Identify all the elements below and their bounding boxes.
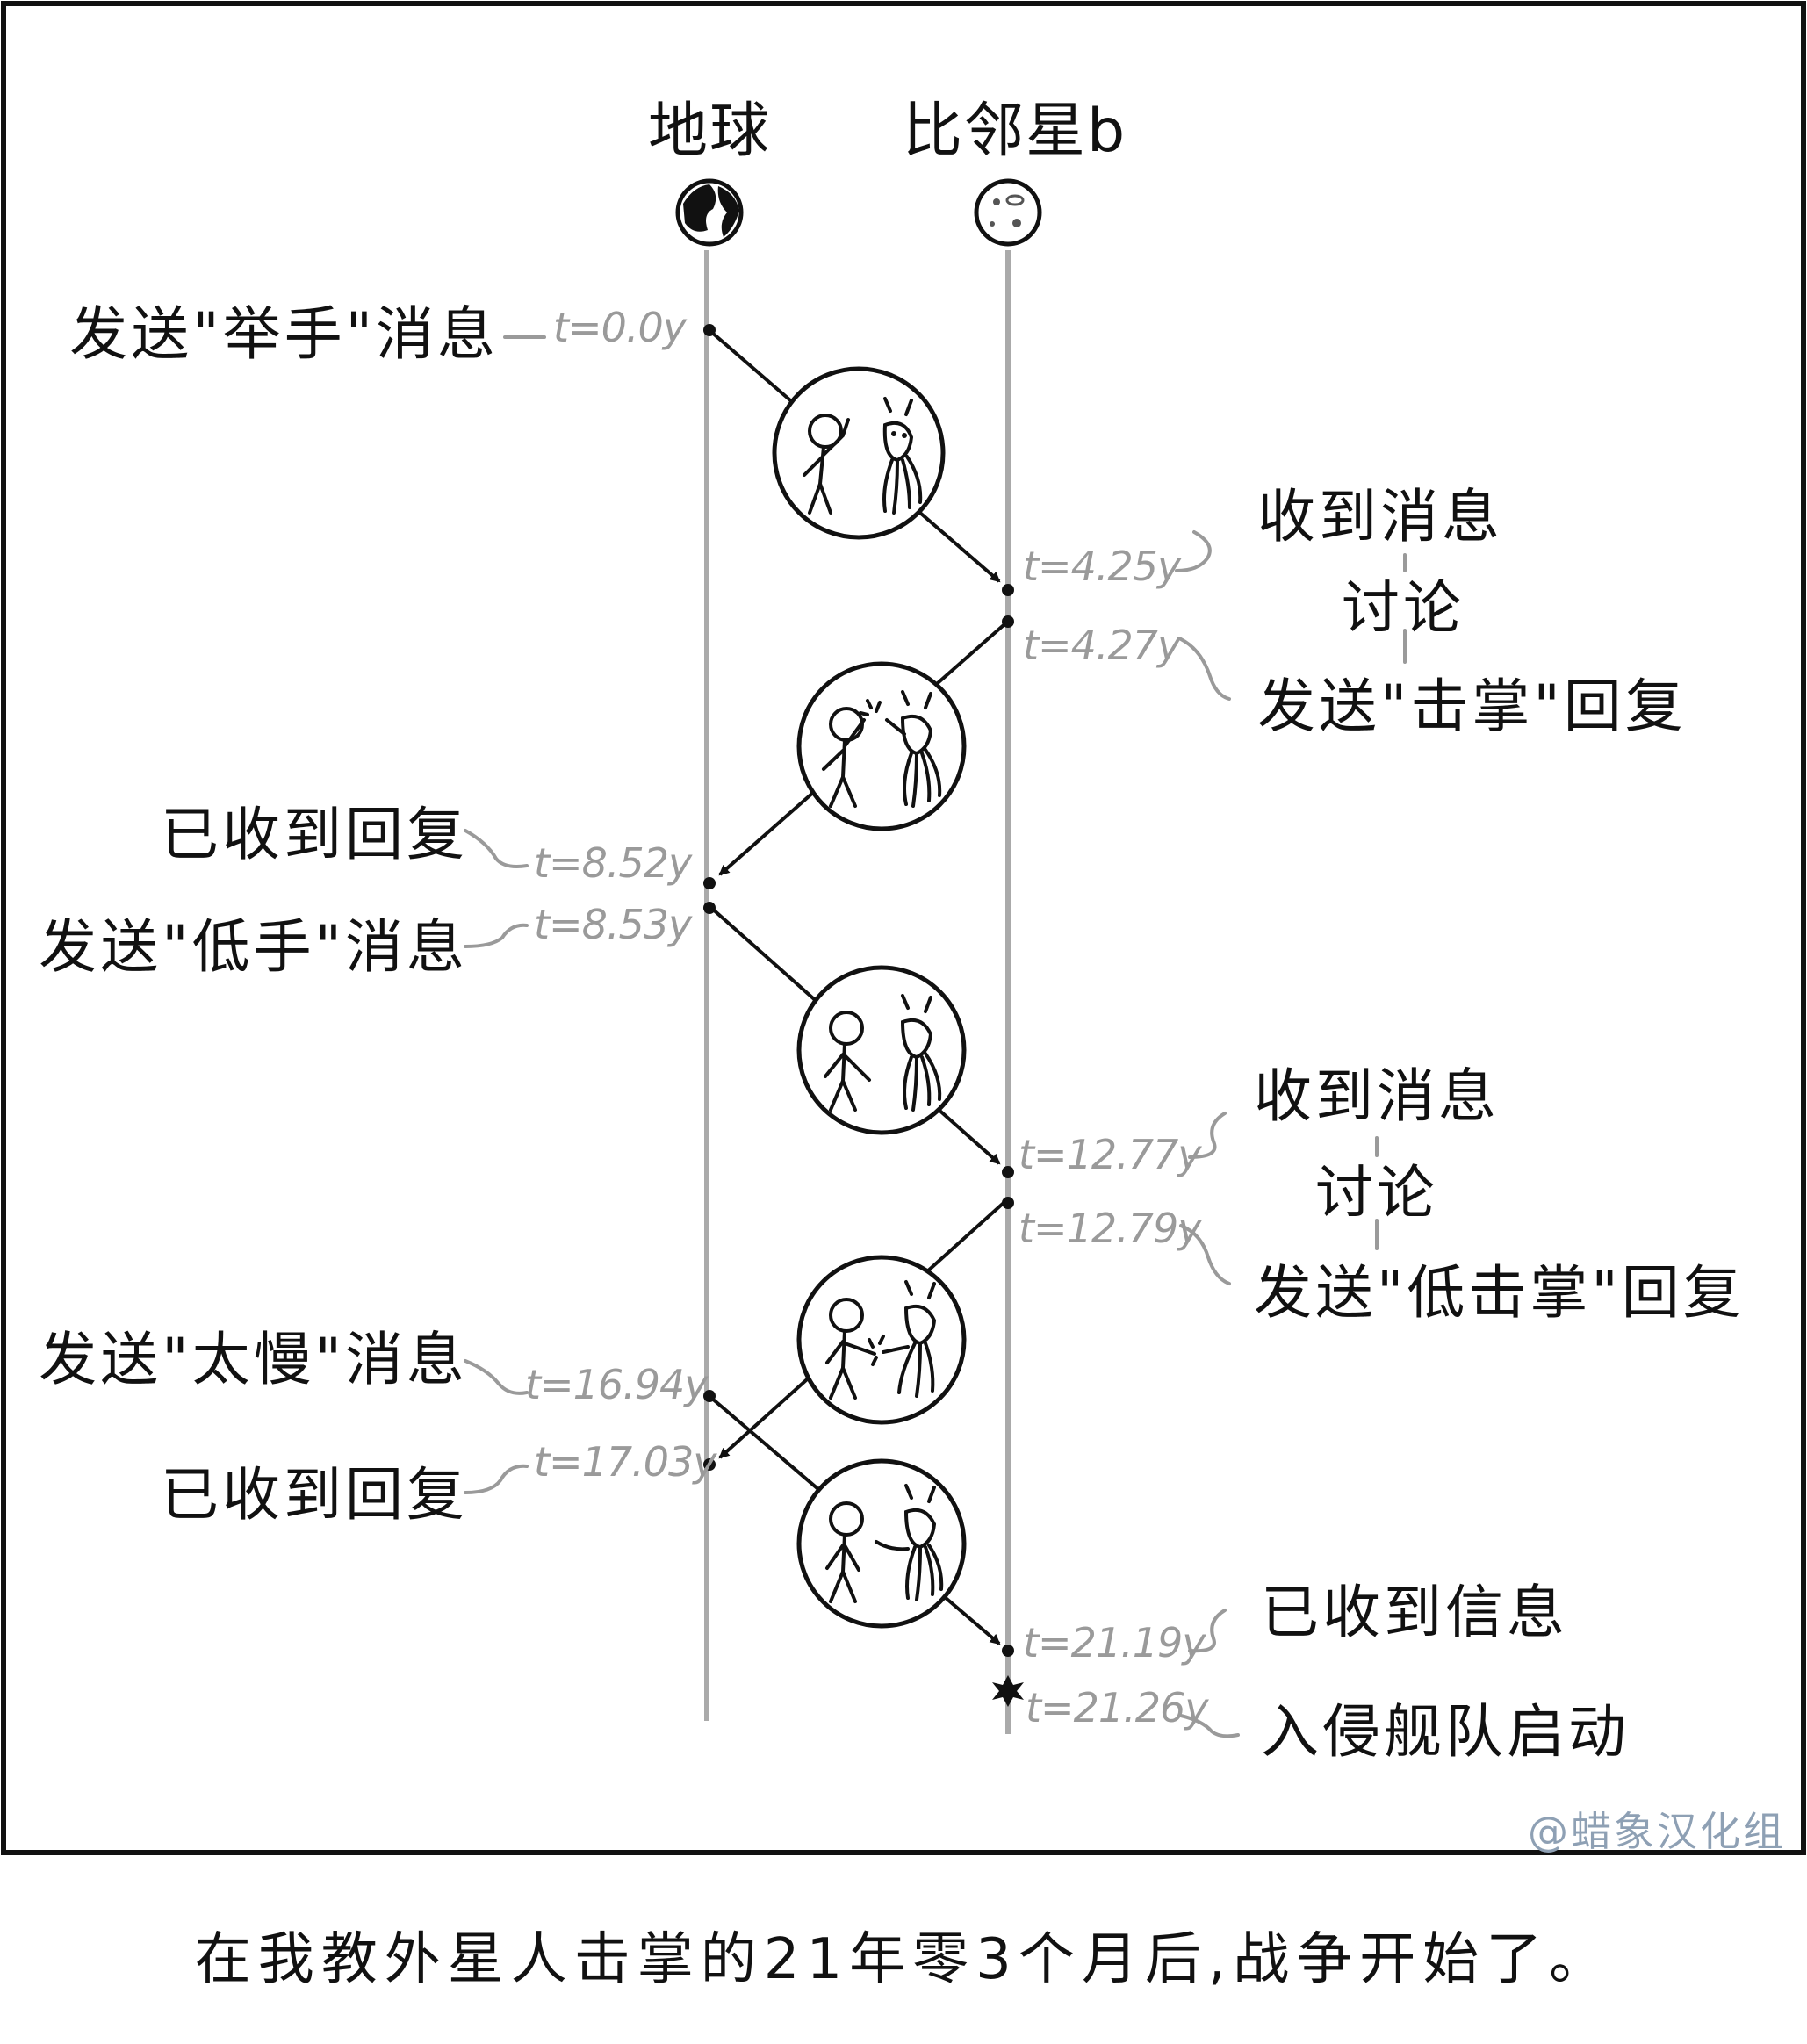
label-info-received: 已收到信息	[1261, 1579, 1568, 1646]
time-5: t=12.77y	[1019, 1131, 1201, 1178]
label-invasion-fleet: 入侵舰队启动	[1261, 1698, 1630, 1766]
earth-icon	[675, 178, 744, 247]
event-dot-10	[1002, 1645, 1014, 1657]
watermark: @蜡象汉化组	[1528, 1808, 1786, 1855]
time-3: t=8.52y	[534, 839, 692, 887]
label-send-high-five: 发送"击掌"回复	[1257, 673, 1687, 740]
time-1: t=4.25y	[1023, 543, 1181, 590]
time-4: t=8.53y	[534, 901, 692, 948]
proxima-b-icon	[974, 178, 1042, 247]
label-discuss-2: 讨论	[1315, 1159, 1438, 1227]
time-0: t=0.0y	[553, 304, 687, 351]
label-discuss-1: 讨论	[1342, 574, 1465, 642]
event-dot-1	[703, 324, 716, 336]
bubble-high-five	[796, 661, 967, 831]
event-dot-6	[1002, 1166, 1014, 1178]
time-10: t=21.26y	[1026, 1684, 1208, 1731]
label-send-low-hand: 发送"低手"消息	[39, 913, 468, 981]
bubble-low-five	[796, 965, 967, 1135]
event-dot-7	[1002, 1197, 1014, 1209]
bubble-too-slow	[796, 1458, 967, 1629]
label-message-received-2: 收到消息	[1254, 1062, 1500, 1130]
time-6: t=12.79y	[1019, 1205, 1201, 1252]
event-dot-4	[703, 877, 716, 889]
label-reply-received-2: 已收到回复	[161, 1461, 468, 1529]
bubble-raise-hand	[772, 366, 946, 540]
time-7: t=16.94y	[525, 1361, 708, 1408]
label-send-low-five: 发送"低击掌"回复	[1254, 1259, 1745, 1327]
event-dot-5	[703, 902, 716, 914]
proxima-b-label: 比邻星b	[903, 97, 1127, 166]
label-message-received-1: 收到消息	[1257, 483, 1503, 551]
event-dot-2	[1002, 584, 1014, 596]
time-8: t=17.03y	[534, 1438, 716, 1486]
label-send-too-slow: 发送"太慢"消息	[39, 1326, 468, 1393]
earth-label: 地球	[648, 97, 772, 166]
explosion-icon	[992, 1675, 1024, 1707]
bubble-low-five-slap	[796, 1255, 967, 1425]
caption: 在我教外星人击掌的21年零3个月后,战争开始了。	[194, 1927, 1613, 1992]
time-2: t=4.27y	[1023, 622, 1181, 669]
label-send-raise-hand: 发送"举手"消息	[69, 300, 499, 368]
label-reply-received-1: 已收到回复	[161, 801, 468, 868]
event-dot-8	[703, 1390, 716, 1402]
event-dot-3	[1002, 615, 1014, 628]
panel-border	[1, 1, 1806, 1855]
time-9: t=21.19y	[1023, 1619, 1206, 1666]
event-dot-9	[703, 1458, 716, 1471]
